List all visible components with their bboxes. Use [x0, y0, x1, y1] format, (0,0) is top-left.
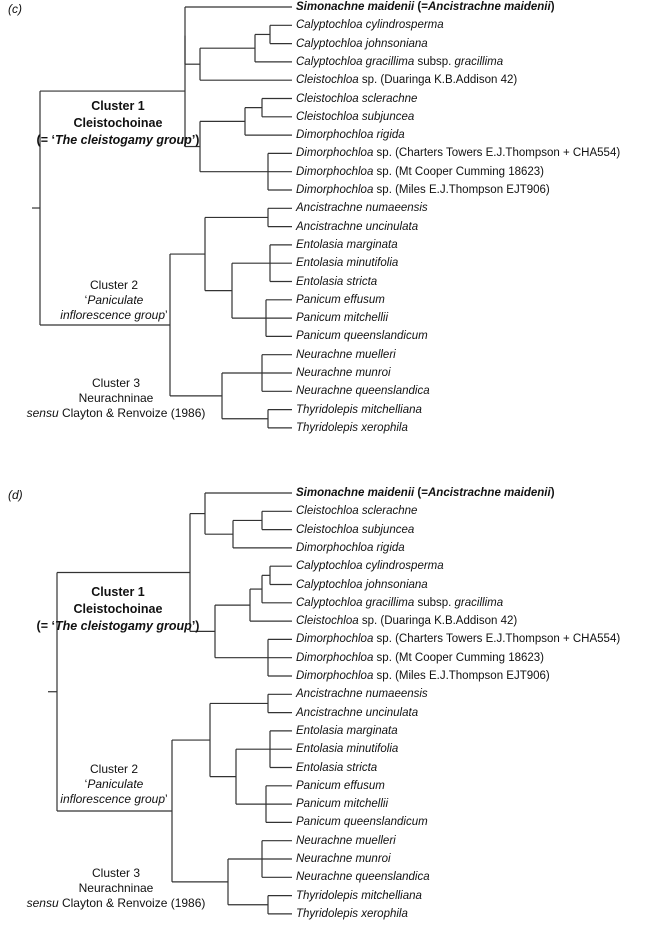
taxon-label: Ancistrachne numaeensis — [296, 202, 428, 215]
taxon-label: Ancistrachne uncinulata — [296, 706, 419, 719]
taxon-label: Neurachne queenslandica — [296, 871, 430, 884]
taxon-label: Simonachne maidenii (=Ancistrachne maide… — [296, 487, 555, 499]
panel-label: (d) — [8, 488, 23, 502]
taxon-label: Cleistochloa subjuncea — [296, 110, 415, 123]
taxon-label: Dimorphochloa sp. (Charters Towers E.J.T… — [296, 147, 621, 160]
taxon-label: Neurachne muelleri — [296, 348, 396, 361]
taxon-label: Panicum effusum — [296, 779, 385, 792]
taxon-label: Cleistochloa sclerachne — [296, 505, 418, 518]
taxon-label: Neurachne queenslandica — [296, 385, 430, 398]
taxon-label: Cleistochloa sp. (Duaringa K.B.Addison 4… — [296, 615, 518, 628]
taxon-label: Cleistochloa sclerachne — [296, 92, 418, 105]
taxon-label: Entolasia stricta — [296, 761, 378, 774]
taxon-label: Neurachne munroi — [296, 367, 391, 379]
taxon-label: Neurachne muelleri — [296, 834, 396, 847]
taxon-label: Entolasia marginata — [296, 238, 398, 251]
taxon-label: Dimorphochloa rigida — [296, 541, 405, 554]
taxon-label: Calyptochloa cylindrosperma — [296, 560, 444, 573]
taxon-label: Panicum queenslandicum — [296, 330, 428, 343]
taxon-label: Thyridolepis mitchelliana — [296, 403, 422, 416]
taxon-label: Entolasia marginata — [296, 724, 398, 737]
taxon-label: Entolasia minutifolia — [296, 257, 399, 270]
taxon-label: Dimorphochloa sp. (Miles E.J.Thompson EJ… — [296, 670, 550, 682]
taxon-label: Dimorphochloa rigida — [296, 129, 405, 142]
taxon-label: Calyptochloa gracillima subsp. gracillim… — [296, 55, 504, 68]
taxon-label: Cleistochloa subjuncea — [296, 523, 415, 536]
taxon-label: Dimorphochloa sp. (Charters Towers E.J.T… — [296, 633, 621, 646]
taxon-label: Calyptochloa gracillima subsp. gracillim… — [296, 596, 504, 609]
taxon-label: Calyptochloa johnsoniana — [296, 578, 428, 591]
panel-label: (c) — [8, 2, 22, 16]
taxon-label: Thyridolepis xerophila — [296, 421, 408, 434]
taxon-label: Ancistrachne numaeensis — [296, 688, 428, 701]
taxon-label: Panicum queenslandicum — [296, 816, 428, 829]
taxon-label: Dimorphochloa sp. (Miles E.J.Thompson EJ… — [296, 184, 550, 196]
taxon-label: Panicum mitchellii — [296, 798, 389, 811]
taxon-label: Calyptochloa cylindrosperma — [296, 19, 444, 32]
taxon-label: Panicum effusum — [296, 293, 385, 306]
taxon-label: Calyptochloa johnsoniana — [296, 37, 428, 50]
taxon-label: Dimorphochloa sp. (Mt Cooper Cumming 186… — [296, 651, 545, 664]
taxon-label: Thyridolepis mitchelliana — [296, 889, 422, 902]
taxon-label: Ancistrachne uncinulata — [296, 220, 419, 233]
taxon-label: Cleistochloa sp. (Duaringa K.B.Addison 4… — [296, 74, 518, 87]
taxon-label: Neurachne munroi — [296, 853, 391, 865]
taxon-label: Dimorphochloa sp. (Mt Cooper Cumming 186… — [296, 165, 545, 178]
taxon-label: Entolasia minutifolia — [296, 743, 399, 756]
taxon-label: Simonachne maidenii (=Ancistrachne maide… — [296, 1, 555, 13]
taxon-label: Panicum mitchellii — [296, 312, 389, 325]
taxon-label: Entolasia stricta — [296, 275, 378, 288]
taxon-label: Thyridolepis xerophila — [296, 907, 408, 920]
